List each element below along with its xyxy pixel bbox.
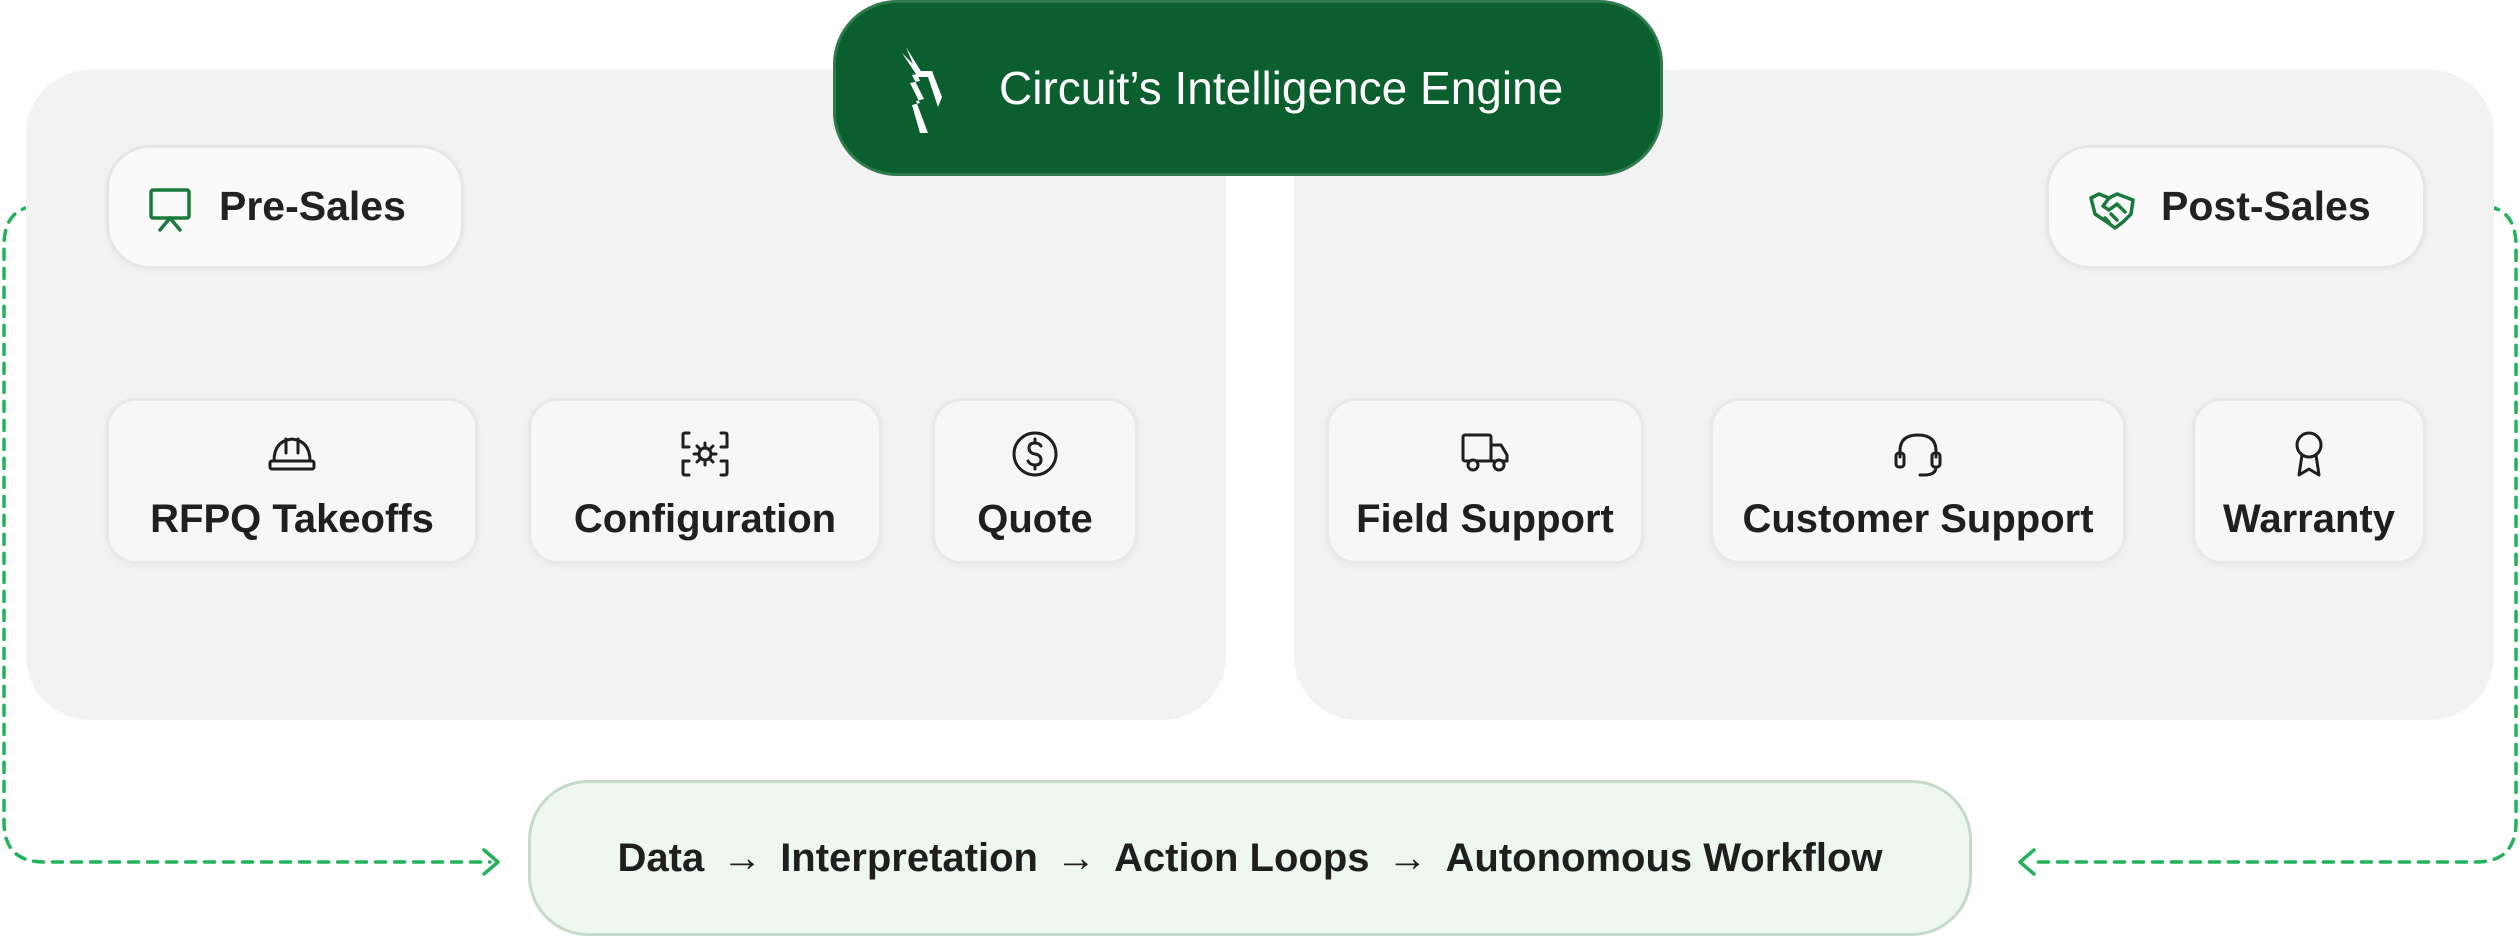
intelligence-engine-header: Circuit’s Intelligence Engine <box>833 0 1663 176</box>
pre-sales-label: Pre-Sales <box>219 183 406 229</box>
card-label: Warranty <box>2223 497 2395 541</box>
card-warranty[interactable]: Warranty <box>2192 398 2426 564</box>
workflow-step-interpretation: Interpretation <box>780 835 1038 880</box>
card-customer-support[interactable]: Customer Support <box>1710 398 2126 564</box>
card-label: Customer Support <box>1742 497 2094 541</box>
card-quote[interactable]: Quote <box>932 398 1138 564</box>
post-sales-badge: Post-Sales <box>2046 145 2426 269</box>
handshake-icon <box>2089 192 2135 230</box>
card-label: Configuration <box>573 497 837 541</box>
card-rfpq-takeoffs[interactable]: RFPQ Takeoffs <box>106 398 478 564</box>
pre-sales-badge: Pre-Sales <box>106 145 464 269</box>
post-sales-label: Post-Sales <box>2161 183 2371 229</box>
engine-title: Circuit’s Intelligence Engine <box>999 62 1564 114</box>
presentation-board-icon <box>149 188 191 232</box>
workflow-step-data: Data <box>617 835 705 880</box>
arrow-right-icon: → <box>1055 835 1096 880</box>
headset-icon <box>1894 433 1942 477</box>
hard-hat-icon <box>268 437 316 471</box>
card-label: Quote <box>977 497 1093 541</box>
arrow-right-icon: → <box>722 835 763 880</box>
truck-icon <box>1461 433 1509 472</box>
card-label: RFPQ Takeoffs <box>150 497 434 541</box>
card-field-support[interactable]: Field Support <box>1326 398 1644 564</box>
gear-chip-icon <box>681 431 729 477</box>
arrow-right-icon: → <box>1387 835 1428 880</box>
workflow-step-action-loops: Action Loops <box>1113 835 1370 880</box>
workflow-pipeline: Data → Interpretation → Action Loops → A… <box>528 780 1972 936</box>
card-label: Field Support <box>1356 497 1614 541</box>
workflow-step-autonomous-workflow: Autonomous Workflow <box>1445 835 1883 880</box>
dollar-circle-icon <box>1012 431 1058 477</box>
card-configuration[interactable]: Configuration <box>528 398 882 564</box>
lightning-bolt-icon <box>902 47 942 133</box>
award-ribbon-icon <box>2295 431 2323 477</box>
